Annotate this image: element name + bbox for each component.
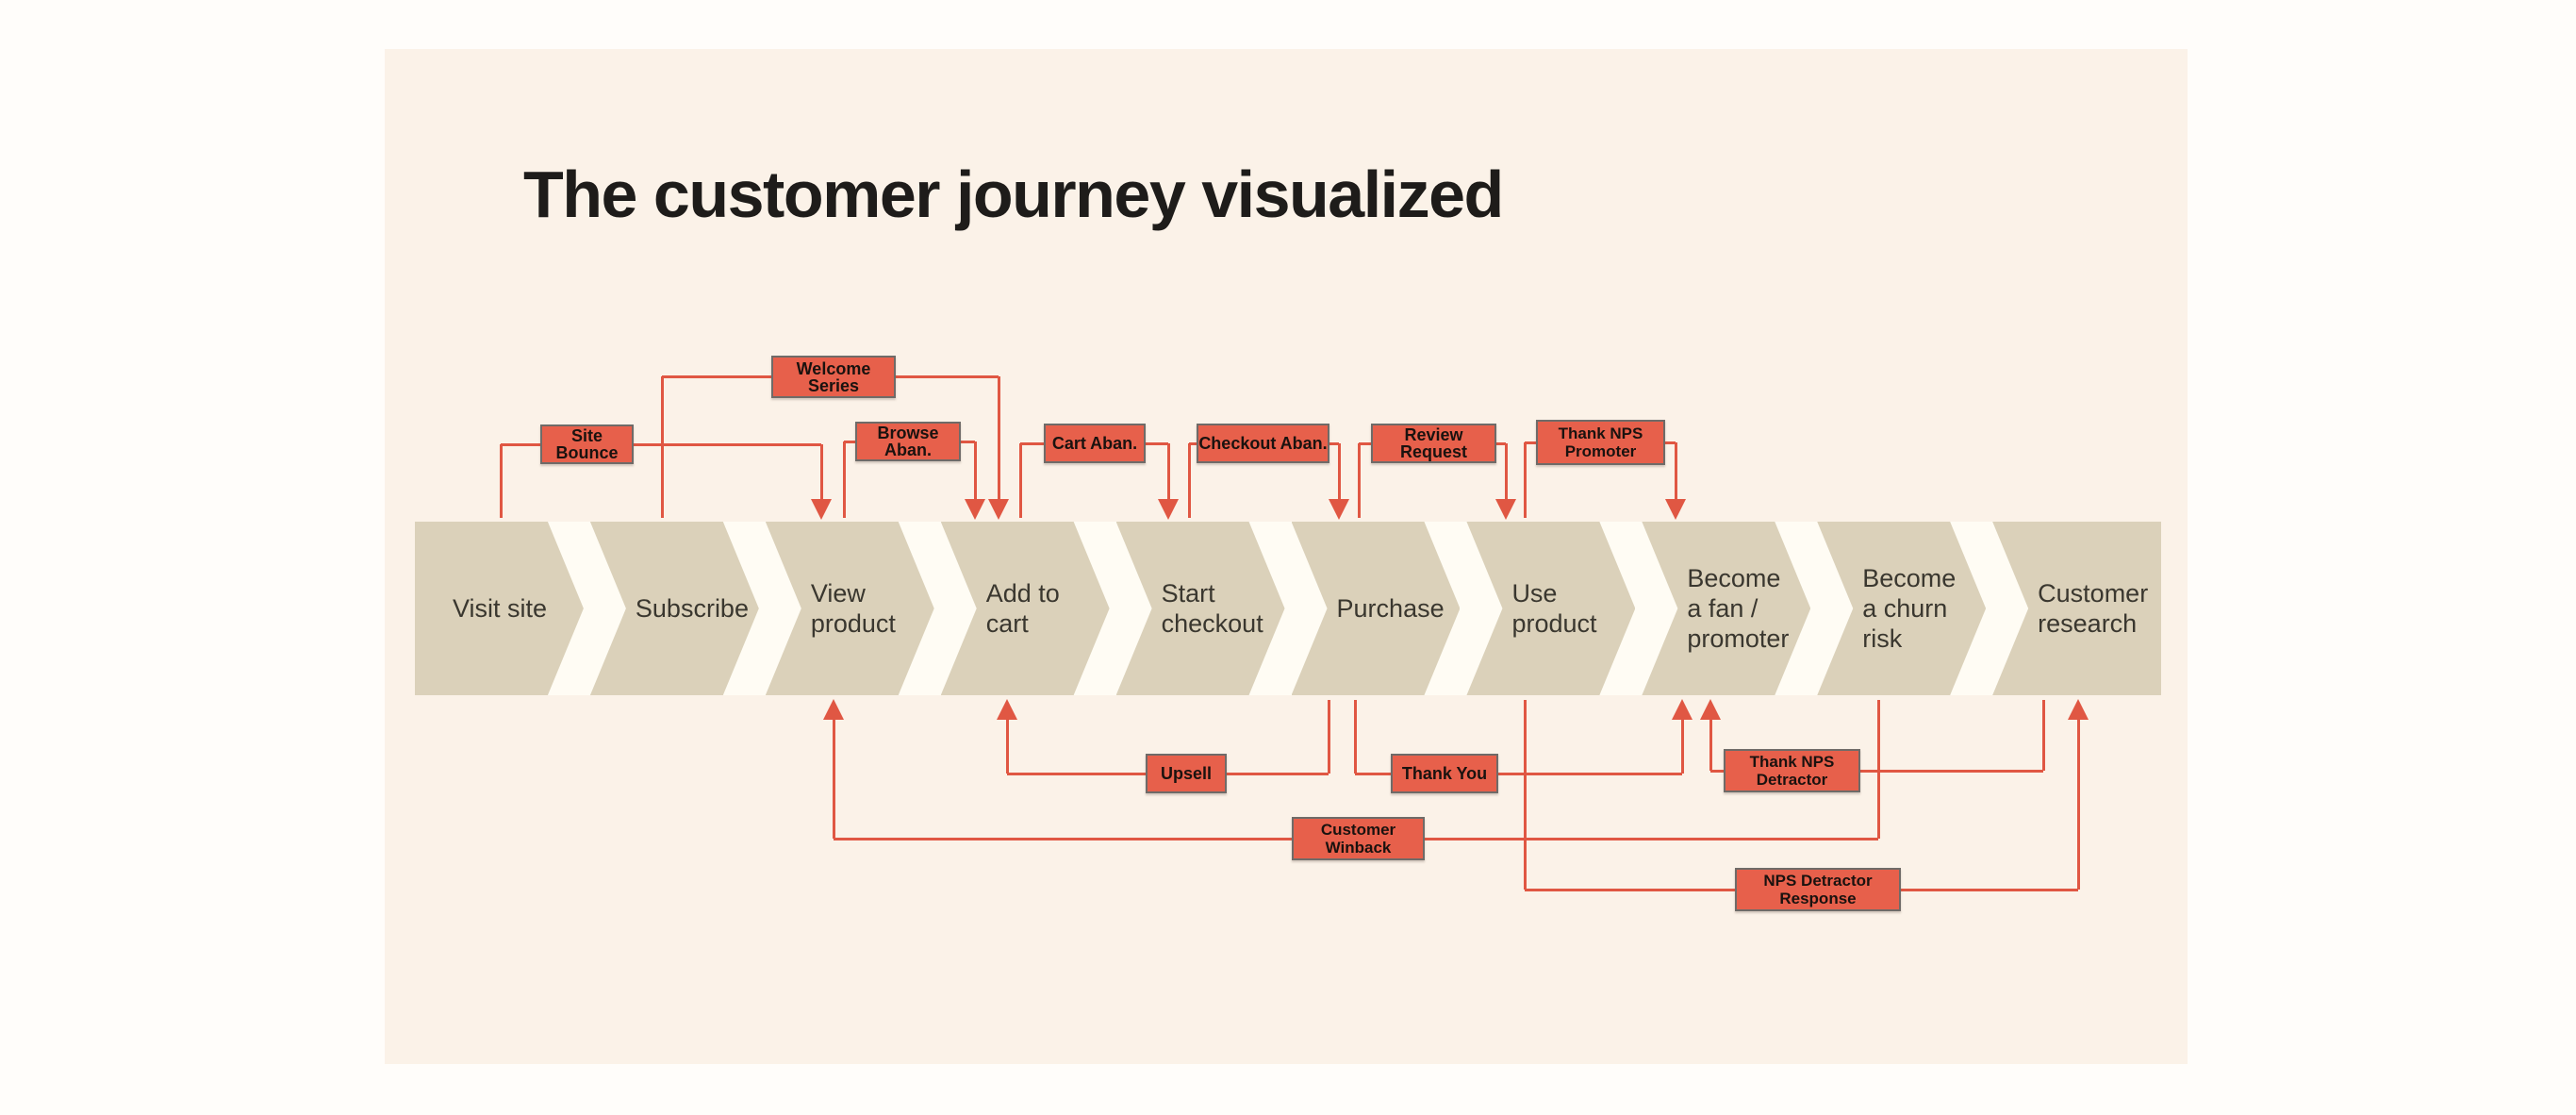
stage-use-product: Use product — [1466, 522, 1635, 695]
connector-line-customer-winback — [1423, 837, 1878, 840]
connector-line-thank-nps-detractor — [1710, 769, 1726, 773]
connector-line-thank-you — [1496, 772, 1682, 775]
touchpoint-checkout-aban: Checkout Aban. — [1197, 424, 1329, 463]
touchpoint-review-request: Review Request — [1371, 424, 1496, 463]
connector-line-thank-you — [1680, 718, 1684, 774]
connector-line-browse-aban — [842, 441, 846, 518]
stage-visit-site: Visit site — [415, 522, 584, 695]
touchpoint-site-bounce: Site Bounce — [540, 424, 634, 464]
touchpoint-nps-detractor-response: NPS Detractor Response — [1735, 868, 1901, 911]
connector-line-site-bounce — [501, 442, 542, 446]
journey-stage-bar: Visit site Subscribe View product Add to… — [415, 522, 2162, 695]
stage-label: Add to cart — [985, 579, 1060, 638]
connector-line-nps-detractor-response — [1899, 888, 2078, 891]
connector-line-review-request — [1357, 443, 1361, 518]
connector-line-welcome-series — [662, 374, 773, 378]
connector-line-customer-winback — [1876, 700, 1880, 839]
stage-label: Customer research — [2038, 579, 2149, 638]
arrowhead-icon-cart-aban — [1158, 499, 1179, 520]
connector-line-checkout-aban — [1187, 443, 1191, 518]
connector-line-thank-nps-promoter — [1663, 441, 1676, 444]
page-title: The customer journey visualized — [523, 158, 1504, 231]
touchpoint-customer-winback: Customer Winback — [1292, 817, 1425, 860]
touchpoint-thank-nps-detractor: Thank NPS Detractor — [1724, 749, 1860, 792]
stage-label: Become a fan / promoter — [1687, 564, 1790, 653]
connector-line-thank-nps-detractor — [1709, 718, 1712, 771]
connector-line-browse-aban — [959, 440, 975, 443]
connector-line-customer-winback — [832, 718, 835, 839]
connector-line-browse-aban — [973, 441, 977, 501]
connector-line-review-request — [1504, 443, 1508, 501]
connector-line-review-request — [1359, 441, 1373, 445]
stage-customer-research: Customer research — [1992, 522, 2162, 695]
arrowhead-icon-thank-you — [1672, 699, 1693, 720]
touchpoint-cart-aban: Cart Aban. — [1044, 424, 1146, 463]
connector-line-cart-aban — [1166, 443, 1170, 501]
connector-line-welcome-series — [894, 374, 999, 378]
connector-line-cart-aban — [1020, 441, 1046, 445]
stage-purchase: Purchase — [1292, 522, 1461, 695]
connector-line-thank-you — [1355, 772, 1393, 775]
arrowhead-icon-site-bounce — [811, 499, 832, 520]
stage-label: Become a churn risk — [1862, 564, 1957, 653]
connector-line-review-request — [1494, 441, 1506, 445]
connector-line-welcome-series — [660, 376, 664, 518]
connector-line-nps-detractor-response — [1525, 888, 1737, 891]
arrowhead-icon-upsell — [997, 699, 1017, 720]
connector-line-upsell — [1327, 700, 1330, 774]
connector-line-welcome-series — [997, 376, 1000, 501]
touchpoint-thank-you: Thank You — [1391, 754, 1498, 793]
arrowhead-icon-thank-nps-promoter — [1665, 499, 1686, 520]
connector-line-site-bounce — [499, 444, 503, 518]
stage-label: Start checkout — [1161, 579, 1263, 638]
arrowhead-icon-checkout-aban — [1329, 499, 1349, 520]
stage-add-to-cart: Add to cart — [941, 522, 1110, 695]
arrowhead-icon-customer-winback — [823, 699, 844, 720]
stage-label: View product — [810, 579, 896, 638]
connector-line-checkout-aban — [1328, 441, 1339, 445]
connector-line-site-bounce — [819, 444, 823, 501]
stage-label: Purchase — [1336, 594, 1445, 623]
stage-label: Subscribe — [635, 594, 749, 623]
connector-line-browse-aban — [844, 440, 857, 443]
touchpoint-browse-aban: Browse Aban. — [855, 422, 961, 461]
stage-become-churn-risk: Become a churn risk — [1817, 522, 1986, 695]
connector-line-thank-nps-promoter — [1525, 441, 1538, 444]
arrowhead-icon-browse-aban — [965, 499, 985, 520]
stage-view-product: View product — [766, 522, 934, 695]
connector-line-thank-you — [1353, 700, 1357, 774]
stage-subscribe: Subscribe — [590, 522, 759, 695]
connector-line-checkout-aban — [1337, 443, 1341, 501]
stage-label: Visit site — [453, 594, 548, 623]
arrowhead-icon-thank-nps-detractor — [1700, 699, 1721, 720]
stage-label: Use product — [1511, 579, 1597, 638]
connector-line-cart-aban — [1144, 441, 1168, 445]
connector-line-thank-nps-promoter — [1674, 442, 1677, 501]
connector-line-nps-detractor-response — [2076, 718, 2080, 890]
connector-line-customer-winback — [834, 837, 1294, 840]
connector-line-upsell — [1225, 772, 1329, 775]
touchpoint-welcome-series: Welcome Series — [771, 356, 896, 398]
stage-become-fan-promoter: Become a fan / promoter — [1642, 522, 1810, 695]
connector-line-thank-nps-detractor — [2041, 700, 2045, 771]
connector-line-nps-detractor-response — [1523, 700, 1527, 890]
connector-line-thank-nps-promoter — [1523, 442, 1527, 518]
arrowhead-icon-welcome-series — [988, 499, 1009, 520]
arrowhead-icon-nps-detractor-response — [2068, 699, 2089, 720]
connector-line-upsell — [1007, 772, 1148, 775]
connector-line-upsell — [1005, 718, 1009, 774]
stage-start-checkout: Start checkout — [1116, 522, 1285, 695]
touchpoint-thank-nps-promoter: Thank NPS Promoter — [1536, 420, 1665, 465]
arrowhead-icon-review-request — [1495, 499, 1516, 520]
connector-line-thank-nps-detractor — [1858, 769, 2043, 773]
connector-line-site-bounce — [632, 442, 821, 446]
connector-line-checkout-aban — [1189, 441, 1198, 445]
touchpoint-upsell: Upsell — [1146, 754, 1227, 793]
connector-line-cart-aban — [1018, 443, 1022, 518]
